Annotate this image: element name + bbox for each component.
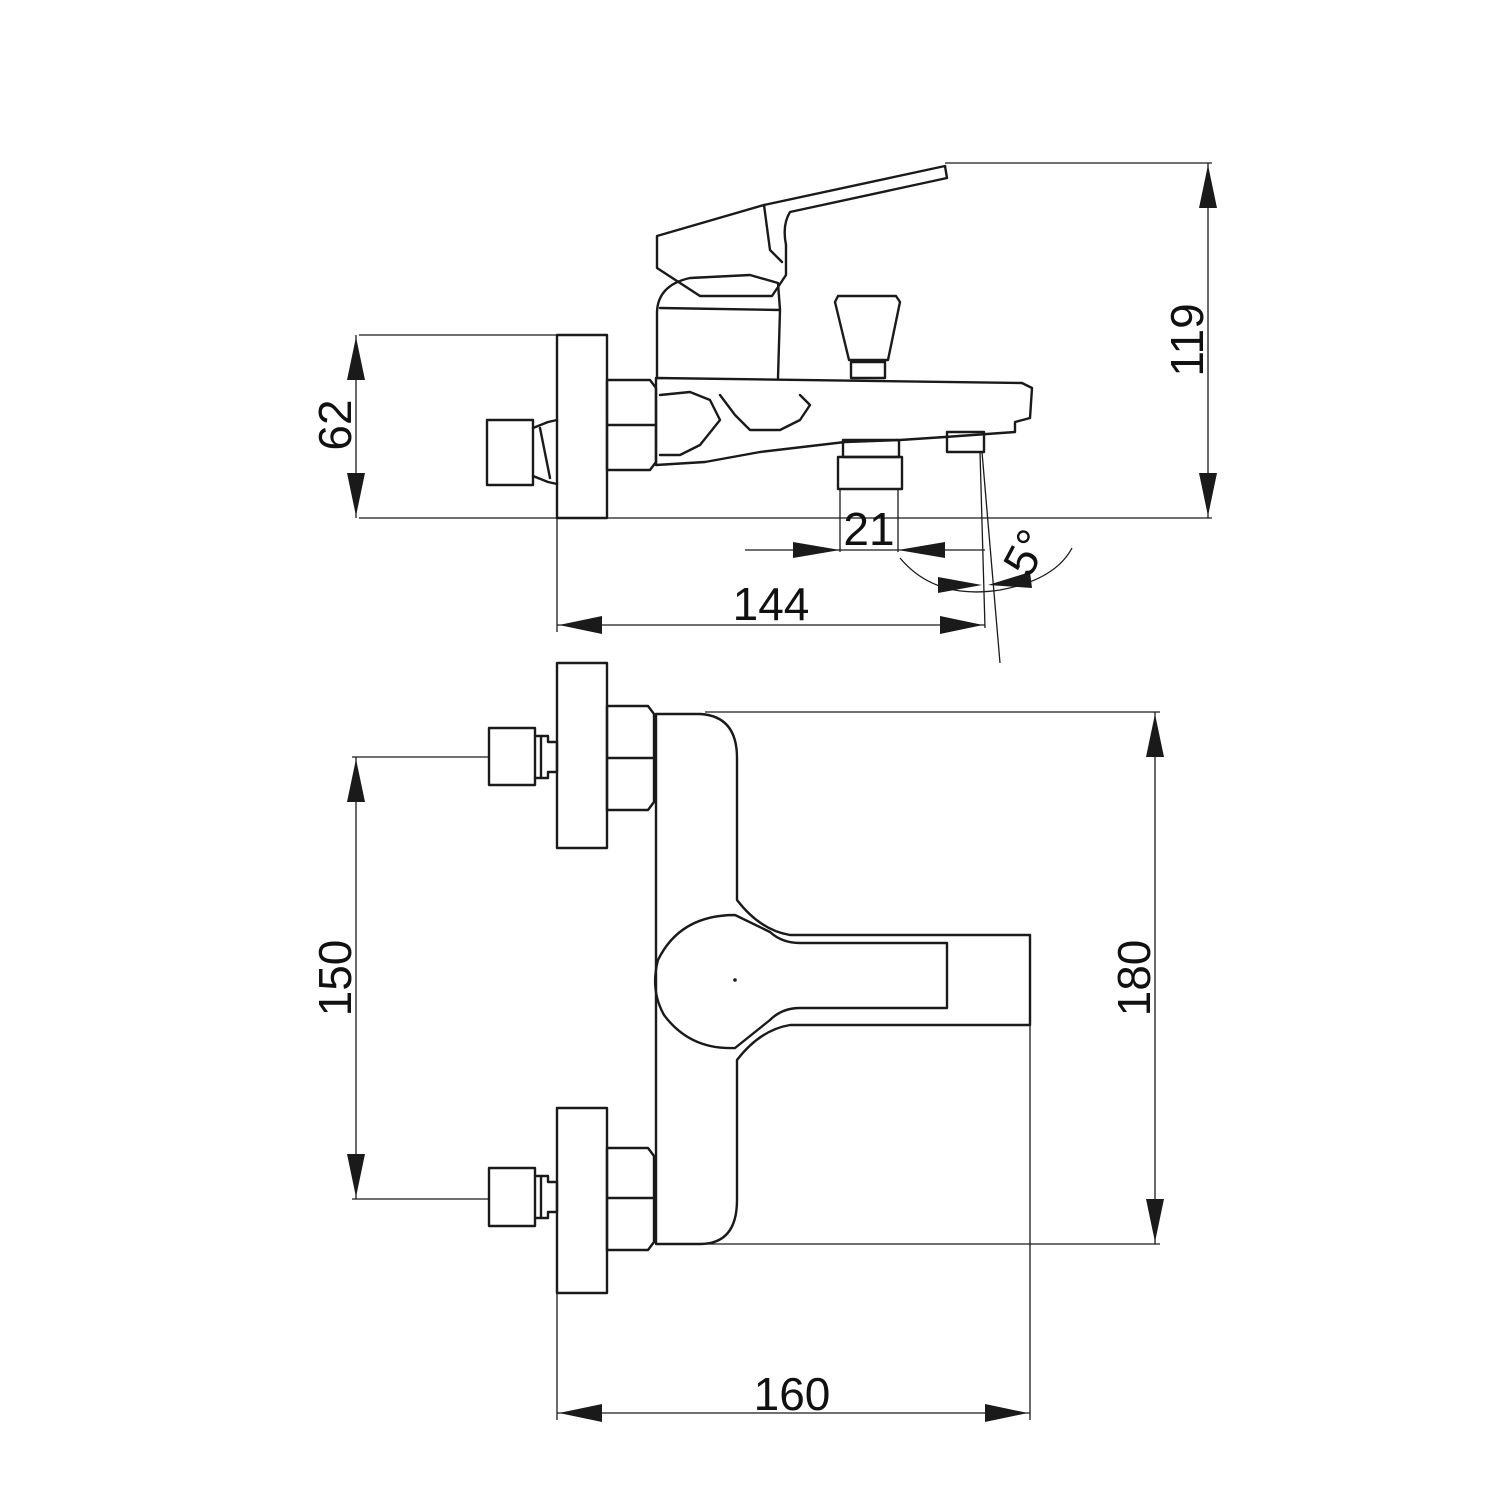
dim-label-5-degree: 5° (993, 521, 1060, 584)
dim-label-150: 150 (309, 940, 361, 1017)
dim-label-119: 119 (1161, 303, 1213, 376)
top-wall-flange (555, 661, 609, 850)
top-inlet-thread (533, 734, 559, 780)
bottom-inlet-thread (533, 1174, 559, 1220)
top-inlet-connector (487, 726, 537, 787)
dim-label-62: 62 (309, 399, 361, 450)
dim-label-21: 21 (843, 503, 894, 555)
lever-detail (762, 203, 784, 264)
cartridge-column (655, 273, 782, 380)
wall-flange (555, 333, 609, 520)
front-view (487, 661, 1032, 1295)
bottom-inlet-connector (487, 1166, 537, 1228)
diverter-knob (833, 294, 902, 362)
hex-nut (605, 378, 658, 472)
dim-label-144: 144 (733, 578, 810, 630)
front-view-dimensions (347, 711, 1164, 1422)
bottom-wall-flange (555, 1106, 609, 1295)
lever-handle (655, 164, 949, 298)
shower-outlet (836, 455, 904, 491)
cartridge-line (658, 306, 782, 312)
aerator (945, 430, 986, 454)
connector-thread (531, 418, 559, 486)
body-contour (658, 390, 812, 457)
side-view-dimensions (347, 162, 1217, 664)
diverter-stem (849, 360, 887, 380)
front-lever (653, 913, 949, 1050)
dim-label-180: 180 (1108, 940, 1160, 1017)
spout-body (654, 376, 1034, 467)
mixer-body (654, 712, 1032, 1246)
dim-label-160: 160 (754, 1368, 831, 1420)
side-view (485, 164, 1034, 520)
eccentric-connector (485, 418, 535, 487)
top-hex-nut (605, 704, 656, 812)
bottom-hex-nut (605, 1146, 656, 1252)
lever-center-mark (733, 978, 737, 982)
